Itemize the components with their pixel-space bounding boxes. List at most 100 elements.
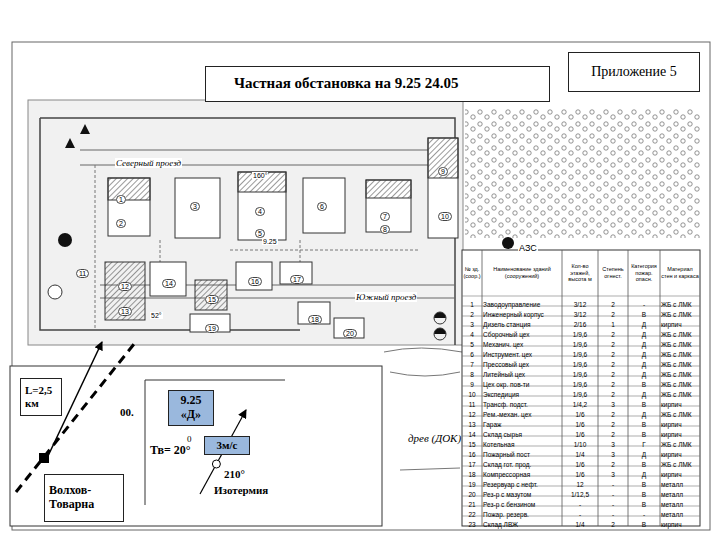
callout-number: 3	[190, 195, 200, 213]
table-cell: 2	[599, 327, 627, 336]
table-cell: 1/4	[563, 517, 597, 526]
table-cell: 2	[599, 367, 627, 376]
table-cell: 15	[463, 437, 481, 446]
label-text: 9	[438, 167, 448, 176]
label-text: 1	[611, 321, 615, 328]
table-cell: 1/6	[563, 407, 597, 416]
label-text: 20	[343, 329, 357, 338]
callout-number: 4	[255, 200, 265, 218]
label-text: 1/10	[574, 441, 587, 448]
callout-number: 9	[438, 160, 448, 178]
label-text: Склад гот. прод.	[483, 461, 531, 468]
label-text: Д	[642, 361, 646, 368]
label-text: 13	[118, 307, 132, 316]
label-text: 1/4	[575, 521, 584, 528]
label-text: 23	[468, 521, 475, 528]
label-text: -	[643, 301, 645, 308]
label-text: Д	[642, 331, 646, 338]
label-text: 10	[468, 391, 475, 398]
label-text: 2	[611, 421, 615, 428]
table-cell: Рем.-механ. цех	[483, 407, 561, 416]
table-cell: ЖБ с ЛМК	[661, 327, 699, 336]
map-label: Северный проезд	[115, 152, 182, 170]
label-text: 20	[468, 491, 475, 498]
table-cell: Пожар. резерв.	[483, 507, 561, 516]
table-cell: Д	[629, 347, 659, 356]
table-cell: ЖБ с ЛМК	[661, 297, 699, 306]
table-cell: Д	[629, 407, 659, 416]
callout-number: 18	[308, 308, 322, 326]
label-text: 10	[438, 212, 452, 221]
label-text: ЖБ с ЛМК	[661, 411, 692, 418]
map-label: АЗС	[518, 237, 538, 255]
label-text: 2	[611, 301, 615, 308]
table-cell: Гараж	[483, 417, 561, 426]
label-text: кирпич	[661, 471, 682, 478]
label-text: Рез-р с бензином	[483, 501, 535, 508]
table-cell: 1/6	[563, 417, 597, 426]
label-text: 17	[468, 461, 475, 468]
table-cell: Заводоуправление	[483, 297, 561, 306]
label-text: ЖБ с ЛМК	[661, 391, 692, 398]
label-text: 12	[468, 411, 475, 418]
table-cell: -	[599, 497, 627, 506]
table-cell: Котельная	[483, 437, 561, 446]
label-text: 13	[468, 421, 475, 428]
label-text: 1/4,2	[573, 401, 587, 408]
label-text: 1/9,6	[573, 361, 587, 368]
label-text: кирпич	[661, 401, 682, 408]
node-text: L=2,5 км	[25, 384, 57, 409]
callout-number: 8	[380, 218, 390, 236]
callout-number: 10	[438, 205, 452, 223]
label-text: Степень огнест.	[599, 266, 627, 279]
label-text: В	[642, 491, 646, 498]
table-cell: В	[629, 427, 659, 436]
label-text: 2	[611, 331, 615, 338]
table-cell: кирпич	[661, 517, 699, 526]
table-cell: В	[629, 377, 659, 386]
table-header: Степень огнест.	[599, 252, 627, 294]
table-cell: Д	[629, 447, 659, 456]
table-cell: 17	[463, 457, 481, 466]
label-text: 1/9,6	[573, 351, 587, 358]
label-text: 2	[611, 461, 615, 468]
label-text: ЖБ с ЛМК	[661, 311, 692, 318]
label-text: 2	[611, 361, 615, 368]
table-cell: 2/16	[563, 317, 597, 326]
table-cell: Склад ЛВЖ	[483, 517, 561, 526]
callout-number: 15	[205, 288, 219, 306]
table-cell: В	[629, 477, 659, 486]
label-text: 1/6	[575, 461, 584, 468]
table-cell: 1/9,6	[563, 377, 597, 386]
label-text: 210°	[224, 468, 245, 480]
table-cell: В	[629, 497, 659, 506]
appendix-box: Приложение 5	[568, 52, 700, 92]
table-cell: 1/10	[563, 437, 597, 446]
label-text: 2	[611, 411, 615, 418]
label-text: № зд. (соор.)	[463, 266, 481, 279]
label-text: Тв= 20°	[150, 443, 191, 457]
table-cell: кирпич	[661, 467, 699, 476]
table-cell: Дизель станция	[483, 317, 561, 326]
table-cell: 4	[463, 327, 481, 336]
label-text: 2	[611, 311, 615, 318]
table-cell: 23	[463, 517, 481, 526]
label-text: Склад сырья	[483, 431, 522, 438]
label-text: 4	[470, 331, 474, 338]
table-cell: 3	[599, 397, 627, 406]
table-cell: 3	[599, 447, 627, 456]
table-cell: Экспедиция	[483, 387, 561, 396]
label-text: Северный проезд	[115, 158, 182, 168]
label-text: ЖБ с ЛМК	[661, 361, 692, 368]
label-text: -	[643, 511, 645, 518]
label-text: Инструмент. цех	[483, 351, 532, 358]
callout-number: 17	[290, 268, 304, 286]
table-cell: ЖБ с ЛМК	[661, 367, 699, 376]
table-cell: 22	[463, 507, 481, 516]
callout-number: 2	[116, 212, 126, 230]
callout-number: 6	[317, 195, 327, 213]
table-cell: 6	[463, 347, 481, 356]
table-cell: 2	[599, 297, 627, 306]
label-text: Д	[642, 471, 646, 478]
label-text: Механич. цех	[483, 341, 523, 348]
